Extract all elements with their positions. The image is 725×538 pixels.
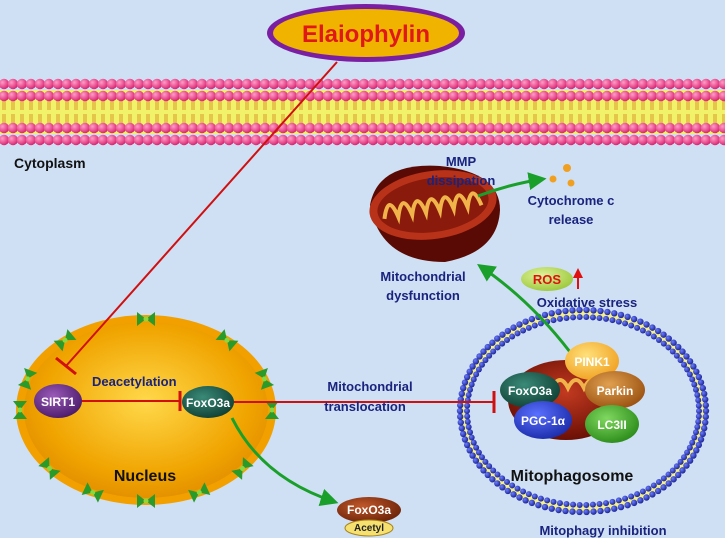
cytochrome-c-label-1: Cytochrome c xyxy=(528,193,615,208)
deacetylation-label: Deacetylation xyxy=(92,374,177,389)
oxidative-stress-label: Oxidative stress xyxy=(537,295,637,310)
lc3ii-node: LC3II xyxy=(585,405,639,443)
pgc1a-node: PGC-1α xyxy=(514,401,572,439)
foxo3a-mito-node: FoxO3a xyxy=(500,372,560,408)
pgc1a-label: PGC-1α xyxy=(521,414,566,428)
cytoplasm-label: Cytoplasm xyxy=(14,155,86,171)
mitochondrion xyxy=(369,165,500,262)
mitochondrial-translocation-label-1: Mitochondrial xyxy=(327,379,412,394)
mitochondrial-dysfunction-label-1: Mitochondrial xyxy=(380,269,465,284)
parkin-label: Parkin xyxy=(597,384,634,398)
pink1-label: PINK1 xyxy=(574,355,610,369)
sirt1-inhibits-foxo3a xyxy=(80,391,182,411)
mitochondrial-translocation-label-2: translocation xyxy=(324,399,406,414)
nuclear-pores xyxy=(13,312,279,508)
sirt1-node: SIRT1 xyxy=(34,384,82,418)
foxo3a-translocation-inhibited xyxy=(234,391,496,413)
foxo3a-acetyl-label: FoxO3a xyxy=(347,503,391,517)
arrow-to-acetylation xyxy=(230,417,339,507)
mmp-label-2: dissipation xyxy=(427,173,496,188)
arrow-to-cytochrome-c xyxy=(477,172,547,198)
mmp-label-1: MMP xyxy=(446,154,477,169)
acetyl-label: Acetyl xyxy=(354,523,384,534)
foxo3a-acetyl-node: FoxO3a Acetyl xyxy=(337,497,401,537)
elaiophylin-label: Elaiophylin xyxy=(302,21,430,48)
parkin-node: Parkin xyxy=(585,371,645,409)
foxo3a-node: FoxO3a xyxy=(182,386,234,418)
sirt1-label: SIRT1 xyxy=(41,395,75,409)
foxo3a-mito-label: FoxO3a xyxy=(508,384,552,398)
cytochrome-c-label-2: release xyxy=(549,212,594,227)
lc3ii-label: LC3II xyxy=(597,418,626,432)
nucleus: Nucleus xyxy=(13,312,279,508)
elaiophylin-inhibits-sirt1 xyxy=(55,61,338,376)
ros-node: ROS xyxy=(521,267,583,291)
mitophagosome-label: Mitophagosome xyxy=(511,468,634,485)
foxo3a-label: FoxO3a xyxy=(186,396,230,410)
cytochrome-c-particles xyxy=(549,164,575,187)
mitophagosome-membrane-beads xyxy=(456,306,710,516)
nucleus-label: Nucleus xyxy=(114,468,176,485)
mitochondrial-dysfunction-label-2: dysfunction xyxy=(386,288,460,303)
mitophagy-inhibition-label: Mitophagy inhibition xyxy=(539,523,666,538)
arrow-to-mitochondrial-dysfunction xyxy=(477,263,572,353)
elaiophylin-node: Elaiophylin xyxy=(267,4,465,62)
ros-label: ROS xyxy=(533,272,562,287)
cell-membrane xyxy=(0,78,725,146)
pink1-node: PINK1 xyxy=(565,342,619,380)
